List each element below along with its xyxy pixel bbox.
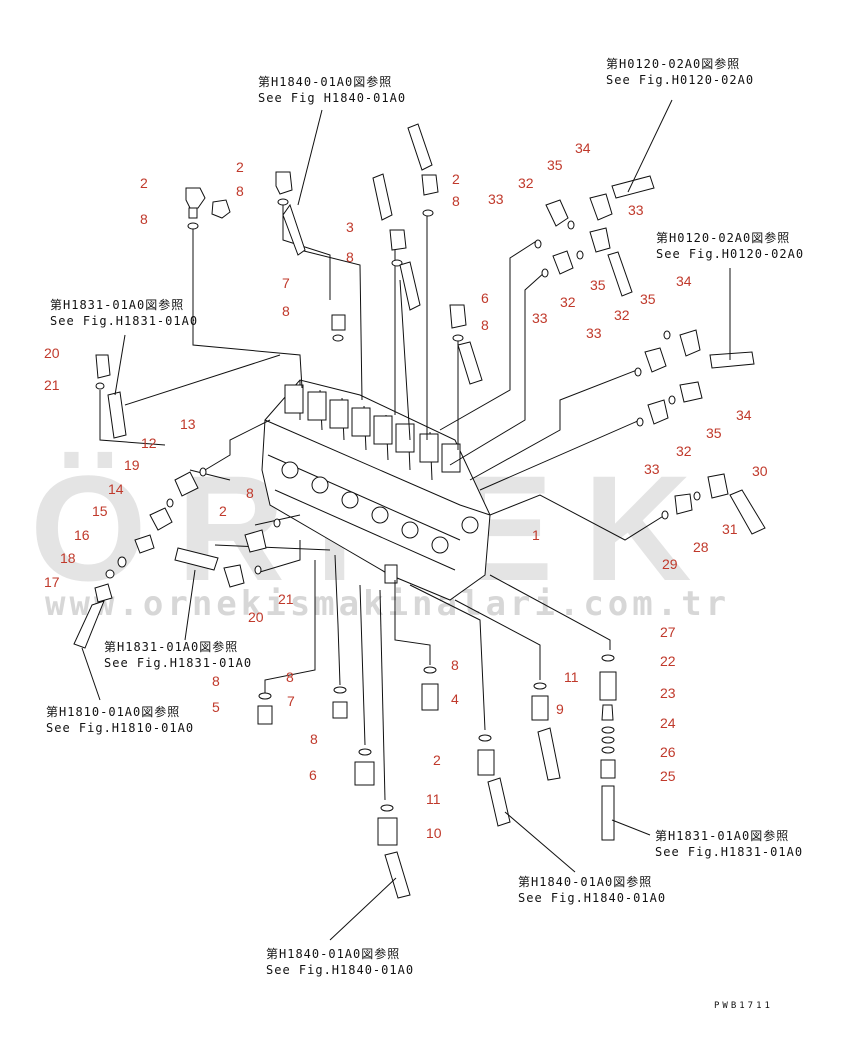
callout: 32 — [676, 443, 692, 459]
callout: 32 — [560, 294, 576, 310]
callout: 16 — [74, 527, 90, 543]
callout: 18 — [60, 550, 76, 566]
callout: 9 — [556, 701, 564, 717]
ref-top-h0120-jp: 第H0120-02A0図参照 — [606, 56, 740, 71]
drawing-code: PWB1711 — [714, 1001, 773, 1011]
callout: 8 — [452, 193, 460, 209]
callout: 6 — [481, 290, 489, 306]
ref-bottom2-h1840-jp: 第H1840-01A0図参照 — [266, 946, 400, 961]
callout: 2 — [219, 503, 227, 519]
callout: 19 — [124, 457, 140, 473]
callout: 33 — [628, 202, 644, 218]
callout: 22 — [660, 653, 676, 669]
ref-bottom-h1840-en: See Fig.H1840-01A0 — [518, 891, 666, 905]
callout: 29 — [662, 556, 678, 572]
ref-left-h1831-jp: 第H1831-01A0図参照 — [50, 297, 184, 312]
callout: 35 — [706, 425, 722, 441]
callout: 4 — [451, 691, 459, 707]
callout: 34 — [575, 140, 591, 156]
ref-mid-h1831-jp: 第H1831-01A0図参照 — [104, 639, 238, 654]
callout: 7 — [287, 693, 295, 709]
callout: 5 — [212, 699, 220, 715]
callout: 2 — [433, 752, 441, 768]
leader-lines — [99, 205, 666, 801]
ref-left-h1810-jp: 第H1810-01A0図参照 — [46, 704, 180, 719]
fittings — [73, 123, 766, 899]
callout: 8 — [282, 303, 290, 319]
callout: 3 — [346, 219, 354, 235]
callout: 33 — [644, 461, 660, 477]
callout: 11 — [426, 791, 441, 807]
control-valve-body — [261, 379, 491, 601]
callout: 8 — [346, 249, 354, 265]
callout: 35 — [640, 291, 656, 307]
callout: 32 — [614, 307, 630, 323]
callout: 24 — [660, 715, 676, 731]
watermark-url: www.ornekismakinalari.com.tr — [45, 584, 730, 624]
callout: 35 — [590, 277, 606, 293]
reference-labels: 第H1840-01A0図参照 See Fig H1840-01A0 第H0120… — [46, 56, 804, 977]
callout: 26 — [660, 744, 676, 760]
callout: 27 — [660, 624, 676, 640]
ref-right-h0120-jp: 第H0120-02A0図参照 — [656, 230, 790, 245]
reference-pointers — [81, 99, 731, 941]
callout: 8 — [140, 211, 148, 227]
callout: 31 — [722, 521, 738, 537]
callout: 8 — [310, 731, 318, 747]
callout: 6 — [309, 767, 317, 783]
callout: 12 — [141, 435, 157, 451]
ref-mid-h1831-en: See Fig.H1831-01A0 — [104, 656, 252, 670]
callout: 2 — [452, 171, 460, 187]
callout: 21 — [44, 377, 60, 393]
callout: 15 — [92, 503, 108, 519]
ref-right-h1831-jp: 第H1831-01A0図参照 — [655, 828, 789, 843]
ref-top-h0120-en: See Fig.H0120-02A0 — [606, 73, 754, 87]
callout: 20 — [44, 345, 60, 361]
callout: 21 — [278, 591, 294, 607]
callout: 35 — [547, 157, 563, 173]
callout: 8 — [236, 183, 244, 199]
callout: 8 — [246, 485, 254, 501]
callout: 30 — [752, 463, 768, 479]
ref-bottom-h1840-jp: 第H1840-01A0図参照 — [518, 874, 652, 889]
callout: 34 — [676, 273, 692, 289]
callout: 10 — [426, 825, 442, 841]
callout: 11 — [564, 669, 579, 685]
callout: 14 — [108, 481, 124, 497]
callout: 8 — [286, 669, 294, 685]
callout: 33 — [488, 191, 504, 207]
ref-right-h0120-en: See Fig.H0120-02A0 — [656, 247, 804, 261]
ref-left-h1810-en: See Fig.H1810-01A0 — [46, 721, 194, 735]
callout: 20 — [248, 609, 264, 625]
ref-bottom2-h1840-en: See Fig.H1840-01A0 — [266, 963, 414, 977]
ref-top-h1840-jp: 第H1840-01A0図参照 — [258, 74, 392, 89]
callout: 2 — [140, 175, 148, 191]
callout: 1 — [532, 527, 540, 543]
callout: 28 — [693, 539, 709, 555]
callout-numbers: 2 8 2 8 3 8 2 8 7 8 6 8 33 32 35 34 33 3… — [44, 140, 768, 841]
ref-right-h1831-en: See Fig.H1831-01A0 — [655, 845, 803, 859]
callout: 7 — [282, 275, 290, 291]
callout: 33 — [586, 325, 602, 341]
callout: 2 — [236, 159, 244, 175]
callout: 8 — [212, 673, 220, 689]
callout: 34 — [736, 407, 752, 423]
callout: 32 — [518, 175, 534, 191]
ref-left-h1831-en: See Fig.H1831-01A0 — [50, 314, 198, 328]
ref-top-h1840-en: See Fig H1840-01A0 — [258, 91, 406, 105]
callout: 13 — [180, 416, 196, 432]
callout: 8 — [481, 317, 489, 333]
callout: 8 — [451, 657, 459, 673]
callout: 33 — [532, 310, 548, 326]
callout: 17 — [44, 574, 60, 590]
callout: 23 — [660, 685, 676, 701]
callout: 25 — [660, 768, 676, 784]
